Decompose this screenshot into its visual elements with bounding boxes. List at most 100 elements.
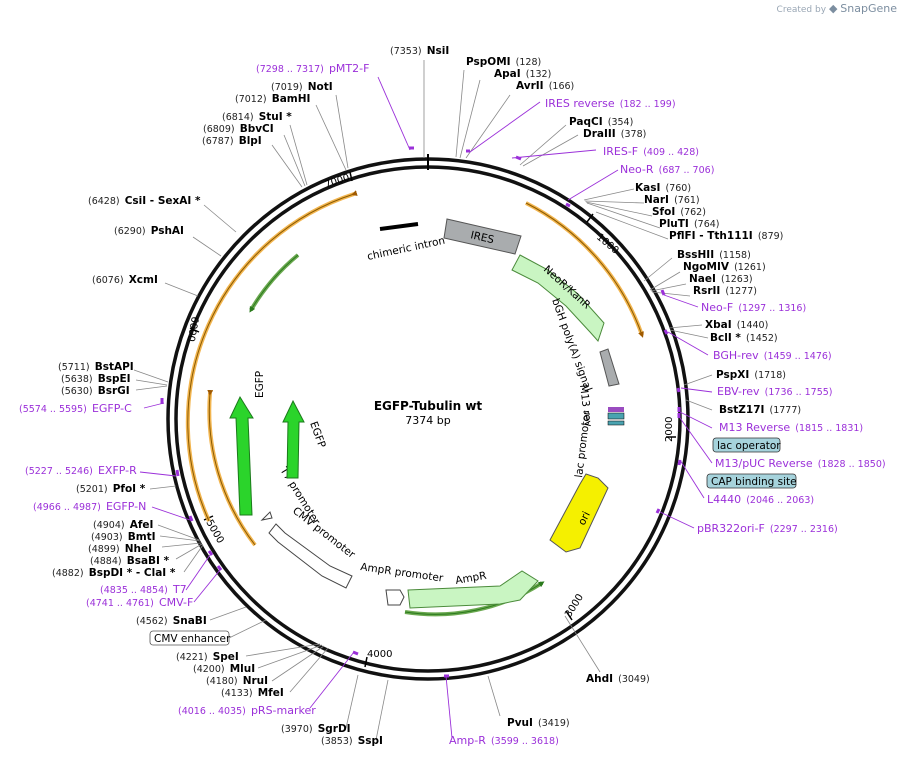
primer-neo-f[interactable]: Neo-F (1297 .. 1316) xyxy=(701,296,806,315)
enzyme-sgrdi[interactable]: (3970) SgrDI xyxy=(281,717,351,736)
enzyme-bsabi[interactable]: (4884) BsaBI * xyxy=(90,549,170,568)
enzyme-sfoi[interactable]: SfoI (762) xyxy=(652,200,706,219)
feature-ires[interactable] xyxy=(443,218,522,255)
primer-labels[interactable]: (7298 .. 7317) pMT2-F IRES reverse (182 … xyxy=(19,57,886,748)
enzyme-nrui[interactable]: (4180) NruI xyxy=(206,669,268,688)
tick-label-7000: 7000 xyxy=(324,173,352,191)
primer-ires-reverse[interactable]: IRES reverse (182 .. 199) xyxy=(545,92,676,111)
enzyme-ahdi[interactable]: AhdI (3049) xyxy=(586,667,650,686)
feature-ampr-promoter[interactable] xyxy=(385,589,405,606)
enzyme-xbai[interactable]: XbaI (1440) xyxy=(705,313,768,332)
primer-exfp-r[interactable]: (5227 .. 5246) EXFP-R xyxy=(25,459,137,478)
enzyme-kasi[interactable]: KasI (760) xyxy=(635,176,691,195)
feature-t7-promoter[interactable] xyxy=(260,511,273,521)
enzyme-rsrii[interactable]: RsrII (1277) xyxy=(693,279,757,298)
primer-cmv-f[interactable]: (4741 .. 4761) CMV-F xyxy=(86,591,193,610)
feature-chimeric-intron[interactable] xyxy=(379,222,419,231)
enzyme-pfoi[interactable]: (5201) PfoI * xyxy=(76,477,146,496)
primer-ebv-rev[interactable]: EBV-rev (1736 .. 1755) xyxy=(717,380,833,399)
enzyme-labels[interactable]: (7353) NsiI PspOMI (128) ApaI (132) AvrI… xyxy=(52,39,801,748)
enzyme-bmti[interactable]: (4903) BmtI xyxy=(91,525,156,544)
primer-m13-puc-reverse[interactable]: M13/pUC Reverse (1828 .. 1850) xyxy=(715,452,886,471)
enzyme-bbvci[interactable]: (6809) BbvCI xyxy=(203,117,274,136)
primer-pmt2-f[interactable]: (7298 .. 7317) pMT2-F xyxy=(256,57,369,76)
primer-neo-r[interactable]: Neo-R (687 .. 706) xyxy=(620,158,714,177)
enzyme-bstapi[interactable]: (5711) BstAPI xyxy=(58,355,134,374)
enzyme-avrii[interactable]: AvrII (166) xyxy=(516,74,574,93)
primer-ires-f[interactable]: IRES-F (409 .. 428) xyxy=(603,140,699,159)
enzyme-pvui[interactable]: PvuI (3419) xyxy=(507,711,570,730)
plasmid-name: EGFP-Tubulin wt xyxy=(374,399,483,413)
enzyme-pshai[interactable]: (6290) PshAI xyxy=(114,219,184,238)
enzyme-naei[interactable]: NaeI (1263) xyxy=(689,267,753,286)
enzyme-nhei[interactable]: (4899) NheI xyxy=(88,537,152,556)
feature-ori[interactable] xyxy=(549,473,609,553)
enzyme-pspxi[interactable]: PspXI (1718) xyxy=(716,363,786,382)
enzyme-afei[interactable]: (4904) AfeI xyxy=(93,513,153,532)
orf-arcs xyxy=(185,190,644,617)
enzyme-pflfi-tth111i[interactable]: PflFI - Tth111I (879) xyxy=(669,224,783,243)
boxed-feature-labels[interactable]: lac operator CAP binding site CMV enhanc… xyxy=(149,437,797,646)
enzyme-bspdi-clai[interactable]: (4882) BspDI * - ClaI * xyxy=(52,561,176,580)
feature-label-lac-promoter: lac promoter xyxy=(573,410,593,479)
tick-label-6000: 6000 xyxy=(185,315,200,342)
enzyme-paqci[interactable]: PaqCI (354) xyxy=(569,110,633,129)
tick-label-2000: 2000 xyxy=(664,417,675,442)
primer-egfp-c[interactable]: (5574 .. 5595) EGFP-C xyxy=(19,397,132,416)
orf-arc-outer-line xyxy=(187,190,358,522)
enzyme-ngomiv[interactable]: NgoMIV (1261) xyxy=(683,255,766,274)
primer-egfp-n[interactable]: (4966 .. 4987) EGFP-N xyxy=(33,495,146,514)
enzyme-bstz17i[interactable]: BstZ17I (1777) xyxy=(719,398,801,417)
orf-arc-green-left xyxy=(249,253,300,312)
enzyme-sspi[interactable]: (3853) SspI xyxy=(321,729,383,748)
feature-egfp-inner[interactable] xyxy=(282,399,305,479)
primer-leaders xyxy=(139,76,713,739)
feature-ampr[interactable] xyxy=(407,570,539,609)
feature-bgh-polya[interactable] xyxy=(599,348,620,387)
primer-marks xyxy=(160,146,682,678)
feature-egfp-outer[interactable] xyxy=(229,395,254,516)
enzyme-nsii[interactable]: (7353) NsiI xyxy=(390,39,449,58)
feature-cap-site-mark[interactable] xyxy=(607,420,625,426)
primer-amp-r[interactable]: Amp-R (3599 .. 3618) xyxy=(449,729,559,748)
feature-m13-rev-mark[interactable] xyxy=(608,407,624,412)
primer-prs-marker[interactable]: (4016 .. 4035) pRS-marker xyxy=(178,699,316,718)
enzyme-noti[interactable]: (7019) NotI xyxy=(271,75,333,94)
watermark-created-by: Created by xyxy=(776,5,827,15)
enzyme-psppomi[interactable]: PspOMI (128) xyxy=(466,50,541,69)
primer-t7[interactable]: (4835 .. 4854) T7 xyxy=(100,578,187,597)
cap-binding-site-label: CAP binding site xyxy=(711,476,797,488)
enzyme-nari[interactable]: NarI (761) xyxy=(644,188,700,207)
cap-binding-site-box[interactable] xyxy=(706,473,797,489)
enzyme-bspei[interactable]: (5638) BspEI xyxy=(61,367,131,386)
enzyme-csii-sexai[interactable]: (6428) CsiI - SexAI * xyxy=(88,189,201,208)
enzyme-bsrgi[interactable]: (5630) BsrGI xyxy=(61,379,130,398)
feature-label-ori: ori xyxy=(576,510,593,528)
primer-bgh-rev[interactable]: BGH-rev (1459 .. 1476) xyxy=(713,344,832,363)
tick-label-1000: 1000 xyxy=(594,232,621,257)
feature-lac-operator-mark[interactable] xyxy=(607,412,625,420)
enzyme-bamhi[interactable]: (7012) BamHI xyxy=(235,87,310,106)
enzyme-pluti[interactable]: PluTI (764) xyxy=(659,212,719,231)
enzyme-bcli[interactable]: BclI * (1452) xyxy=(710,326,778,345)
enzyme-mlui[interactable]: (4200) MluI xyxy=(193,657,255,676)
enzyme-xcmi[interactable]: (6076) XcmI xyxy=(92,268,158,287)
feature-cmv-promoter[interactable] xyxy=(268,523,353,589)
feature-label-ampr-promoter: AmpR promoter xyxy=(360,561,445,585)
cmv-enhancer-leader xyxy=(228,619,267,639)
primer-m13-reverse[interactable]: M13 Reverse (1815 .. 1831) xyxy=(719,416,863,435)
enzyme-snabi[interactable]: (4562) SnaBI xyxy=(136,609,207,628)
enzyme-blpi[interactable]: (6787) BlpI xyxy=(202,129,262,148)
enzyme-spei[interactable]: (4221) SpeI xyxy=(176,645,239,664)
primer-pbr322ori-f[interactable]: pBR322ori-F (2297 .. 2316) xyxy=(697,517,838,536)
enzyme-draiii[interactable]: DraIII (378) xyxy=(583,122,646,141)
primer-l4440[interactable]: L4440 (2046 .. 2063) xyxy=(707,488,814,507)
cmv-enhancer-label: CMV enhancer xyxy=(154,633,231,645)
enzyme-mfei[interactable]: (4133) MfeI xyxy=(221,681,284,700)
feature-neor-kanr[interactable] xyxy=(511,254,605,342)
enzyme-bsshii[interactable]: BssHII (1158) xyxy=(677,243,751,262)
lac-operator-box[interactable] xyxy=(712,437,781,453)
enzyme-apai[interactable]: ApaI (132) xyxy=(494,62,551,81)
enzyme-stui[interactable]: (6814) StuI * xyxy=(222,105,292,124)
